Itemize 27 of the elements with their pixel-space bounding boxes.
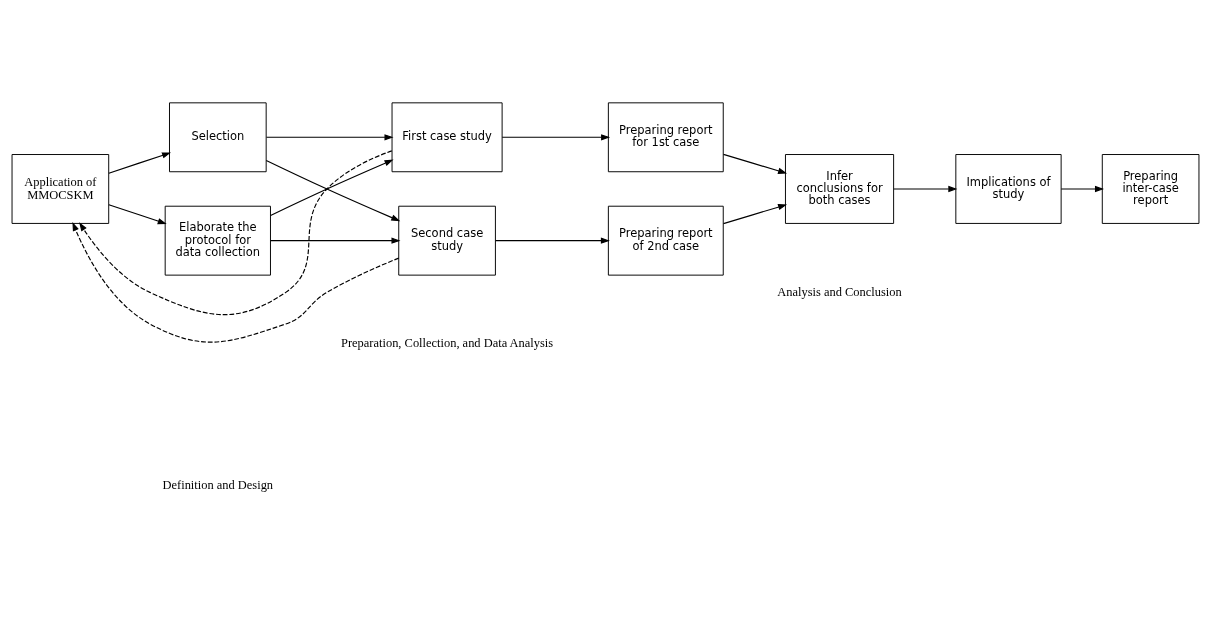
label: Definition and Design: [162, 477, 274, 492]
node-box: Selection: [169, 102, 267, 173]
node-box: Implications of study: [955, 154, 1062, 224]
node-box: Infer conclusions for both cases: [784, 154, 895, 224]
arrow: [270, 159, 394, 216]
arrow: [108, 152, 172, 174]
label: Analysis and Conclusion: [777, 284, 902, 299]
arrow: [79, 150, 393, 316]
arrow: [722, 153, 788, 174]
arrow: [501, 134, 611, 141]
arrow: [270, 237, 401, 244]
arrow: [495, 237, 610, 244]
arrow: [893, 185, 958, 193]
arrow: [1060, 185, 1104, 193]
node-box: Preparing report for 1st case: [607, 102, 724, 173]
node-box: Second case study: [398, 205, 496, 276]
arrow: [72, 222, 400, 343]
arrow: [108, 204, 167, 225]
label: Preparation, Collection, and Data Analysis: [341, 336, 554, 351]
arrow: [265, 159, 401, 222]
arrow: [265, 134, 394, 141]
node-box: Elaborate the protocol for data collection: [164, 205, 271, 276]
node-box: First case study: [391, 102, 503, 173]
node-box: Application of MMOCSKM: [11, 154, 110, 224]
arrow: [722, 204, 788, 225]
node-box: Preparing report of 2nd case: [607, 205, 724, 276]
node-box: Preparing inter-case report: [1101, 154, 1200, 224]
